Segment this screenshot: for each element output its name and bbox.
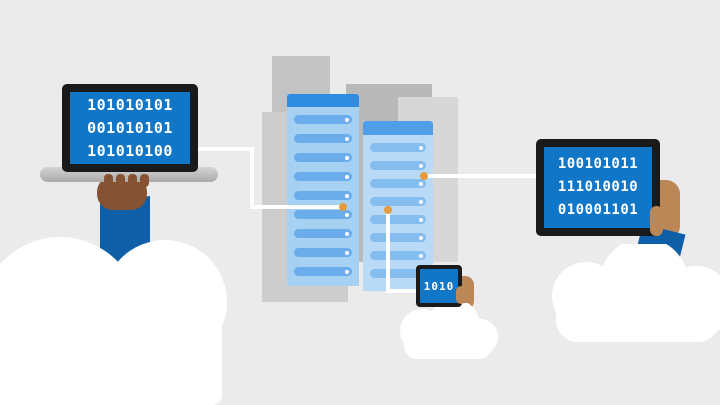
tablet-binary-line: 010001101	[557, 202, 639, 218]
laptop-hand-finger	[140, 174, 149, 187]
server-cap	[363, 121, 433, 135]
connector-dot-phone	[384, 206, 392, 214]
server-slot	[294, 210, 352, 219]
phone-binary-line: 1010	[423, 279, 455, 293]
server-cap	[287, 94, 359, 107]
wire-laptop-v	[250, 147, 254, 209]
laptop-screen: 101010101 001010101 101010100	[70, 92, 190, 164]
wire-phone-h	[386, 289, 418, 293]
server-slot	[294, 115, 352, 124]
port-led	[419, 145, 423, 150]
port-led	[345, 193, 349, 198]
port-led	[345, 155, 349, 160]
port-led	[419, 199, 423, 204]
port-led	[419, 217, 423, 222]
cloud-right	[552, 244, 720, 342]
server-slot	[370, 215, 426, 224]
port-led	[345, 231, 349, 236]
port-led	[419, 253, 423, 258]
server-slot	[294, 191, 352, 200]
laptop-binary-line: 101010100	[87, 141, 173, 160]
server-slot	[294, 229, 352, 238]
connector-dot-tablet	[420, 172, 428, 180]
server-slot	[294, 267, 352, 276]
tablet-binary-line: 111010010	[557, 179, 639, 195]
server-slot	[294, 153, 352, 162]
laptop-hand-finger	[116, 174, 125, 187]
cloud-small	[400, 303, 498, 359]
laptop-hand-finger	[104, 174, 113, 187]
phone-screen: 1010	[420, 269, 458, 303]
port-led	[345, 250, 349, 255]
wire-laptop-h1	[198, 147, 254, 151]
server-tower-left	[287, 94, 359, 286]
server-tower-right	[363, 121, 433, 291]
port-led	[345, 174, 349, 179]
server-slot	[294, 134, 352, 143]
laptop-hand-finger	[128, 174, 137, 187]
wire-tablet-h	[424, 174, 536, 178]
server-slot	[294, 172, 352, 181]
server-slot	[370, 197, 426, 206]
laptop-binary-line: 101010101	[87, 95, 173, 114]
laptop-binary-line: 001010101	[87, 118, 173, 137]
port-led	[345, 269, 349, 274]
port-led	[419, 235, 423, 240]
port-led	[345, 136, 349, 141]
port-led	[419, 181, 423, 186]
server-slot	[370, 161, 426, 170]
server-slot	[370, 143, 426, 152]
cloud-left	[0, 237, 227, 405]
tablet-binary-line: 100101011	[557, 156, 639, 172]
port-led	[345, 117, 349, 122]
wire-phone-v	[386, 208, 390, 293]
tablet-screen: 100101011 111010010 010001101	[544, 147, 652, 228]
server-slot	[370, 233, 426, 242]
phone-thumb	[456, 286, 466, 304]
port-led	[345, 212, 349, 217]
wire-laptop-h2	[250, 205, 343, 209]
tablet-thumb	[650, 206, 663, 236]
port-led	[419, 163, 423, 168]
server-slot	[370, 251, 426, 260]
server-slot	[294, 248, 352, 257]
server-body	[287, 107, 359, 286]
server-slot	[370, 179, 426, 188]
connector-dot-laptop	[339, 203, 347, 211]
